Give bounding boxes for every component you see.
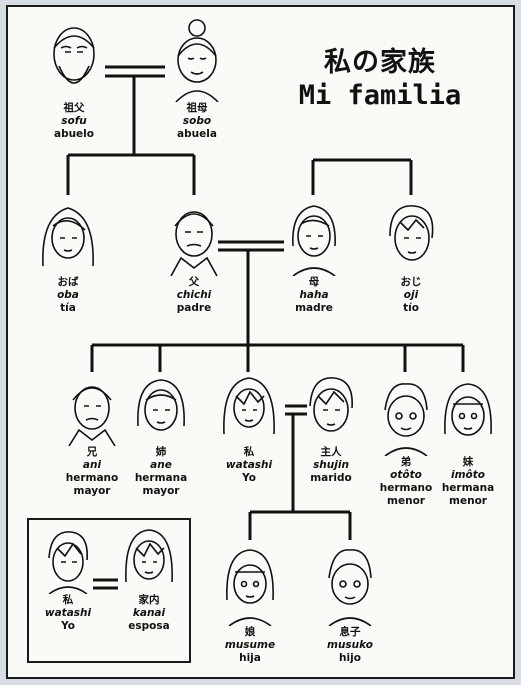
label-spanish: hijo — [339, 652, 361, 664]
label-spanish: hermana — [441, 482, 495, 494]
label-spanish-2: mayor — [142, 485, 180, 497]
person-oji: おじ oji tío — [367, 196, 455, 315]
label-romaji: imôto — [451, 469, 485, 481]
label-romaji: otôto — [390, 469, 422, 481]
label-kanji: 家内 — [138, 594, 160, 606]
person-watashi-inset: 私 watashi Yo — [24, 524, 112, 633]
label-spanish: hermano — [379, 482, 433, 494]
label-spanish-2: menor — [387, 495, 425, 507]
person-imoto: 妹 imôto hermana menor — [424, 376, 512, 508]
grandfather-portrait — [53, 27, 95, 84]
label-spanish-2: mayor — [73, 485, 111, 497]
person-musuko: 息子 musuko hijo — [306, 540, 394, 665]
label-romaji: ani — [82, 459, 102, 471]
label-kanji: 祖父 — [63, 102, 85, 114]
label-romaji: chichi — [176, 289, 212, 301]
label-romaji: haha — [299, 289, 329, 301]
family-tree-sheet — [6, 5, 515, 679]
label-kanji: 父 — [188, 276, 200, 288]
label-spanish: tío — [403, 302, 419, 314]
label-kanji: 主人 — [320, 446, 342, 458]
label-romaji: watashi — [44, 607, 92, 619]
person-shujin: 主人 shujin marido — [287, 372, 375, 485]
person-ane: 姉 ane hermana mayor — [117, 372, 205, 498]
label-romaji: oba — [57, 289, 79, 301]
title-japanese: 私の家族 — [324, 47, 436, 78]
label-spanish: abuela — [177, 128, 217, 140]
label-romaji: oji — [403, 289, 419, 301]
person-ototo: 弟 otôto hermano menor — [362, 376, 450, 508]
label-kanji: 弟 — [400, 456, 412, 468]
label-kanji: 私 — [243, 446, 255, 458]
label-kanji: 私 — [62, 594, 74, 606]
label-spanish: esposa — [128, 620, 170, 632]
wife-portrait — [125, 529, 173, 583]
aunt-portrait — [42, 207, 94, 267]
person-haha: 母 haha madre — [270, 196, 358, 315]
person-kanai: 家内 kanai esposa — [105, 524, 193, 633]
husband-portrait — [309, 377, 353, 432]
label-spanish: hermana — [134, 472, 188, 484]
person-chichi: 父 chichi padre — [150, 196, 238, 315]
older-sister-portrait — [137, 379, 185, 431]
younger-brother-portrait — [384, 383, 428, 456]
label-spanish: tía — [60, 302, 76, 314]
person-ani: 兄 ani hermano mayor — [48, 372, 136, 498]
person-watashi: 私 watashi Yo — [205, 372, 293, 485]
label-spanish: hija — [239, 652, 261, 664]
mother-portrait — [292, 205, 336, 276]
father-portrait — [170, 211, 218, 276]
label-romaji: sobo — [182, 115, 212, 127]
label-spanish: Yo — [61, 620, 75, 632]
label-kanji: おじ — [400, 276, 422, 288]
uncle-portrait — [389, 205, 434, 261]
label-kanji: 姉 — [155, 446, 167, 458]
label-kanji: 兄 — [86, 446, 98, 458]
person-sobo: 祖母 sobo abuela — [153, 18, 241, 141]
label-romaji: watashi — [225, 459, 273, 471]
label-kanji: 息子 — [339, 626, 361, 638]
label-spanish: hermano — [65, 472, 119, 484]
label-spanish-2: menor — [449, 495, 487, 507]
daughter-portrait — [226, 549, 274, 626]
grandmother-portrait — [175, 19, 219, 102]
person-oba: おば oba tía — [24, 196, 112, 315]
label-romaji: kanai — [132, 607, 166, 619]
label-kanji: 母 — [308, 276, 320, 288]
label-spanish: madre — [295, 302, 333, 314]
label-spanish: abuelo — [53, 128, 94, 140]
inset-box-spouse — [27, 518, 191, 663]
label-spanish: Yo — [242, 472, 256, 484]
label-kanji: 娘 — [244, 626, 256, 638]
older-brother-portrait — [68, 386, 116, 446]
self-portrait-inset — [48, 531, 88, 594]
label-kanji: 祖母 — [186, 102, 208, 114]
label-romaji: musuko — [327, 639, 373, 651]
label-romaji: sofu — [61, 115, 87, 127]
person-musume: 娘 musume hija — [206, 540, 294, 665]
person-sofu: 祖父 sofu abuelo — [30, 18, 118, 141]
label-spanish: marido — [310, 472, 352, 484]
label-kanji: 妹 — [462, 456, 474, 468]
label-kanji: おば — [57, 276, 79, 288]
self-portrait — [223, 377, 275, 435]
younger-sister-portrait — [444, 383, 492, 436]
title-spanish: Mi familia — [298, 80, 462, 111]
label-romaji: ane — [150, 459, 172, 471]
label-romaji: shujin — [313, 459, 349, 471]
label-romaji: musume — [224, 639, 276, 651]
label-spanish: padre — [176, 302, 212, 314]
son-portrait — [328, 549, 372, 626]
